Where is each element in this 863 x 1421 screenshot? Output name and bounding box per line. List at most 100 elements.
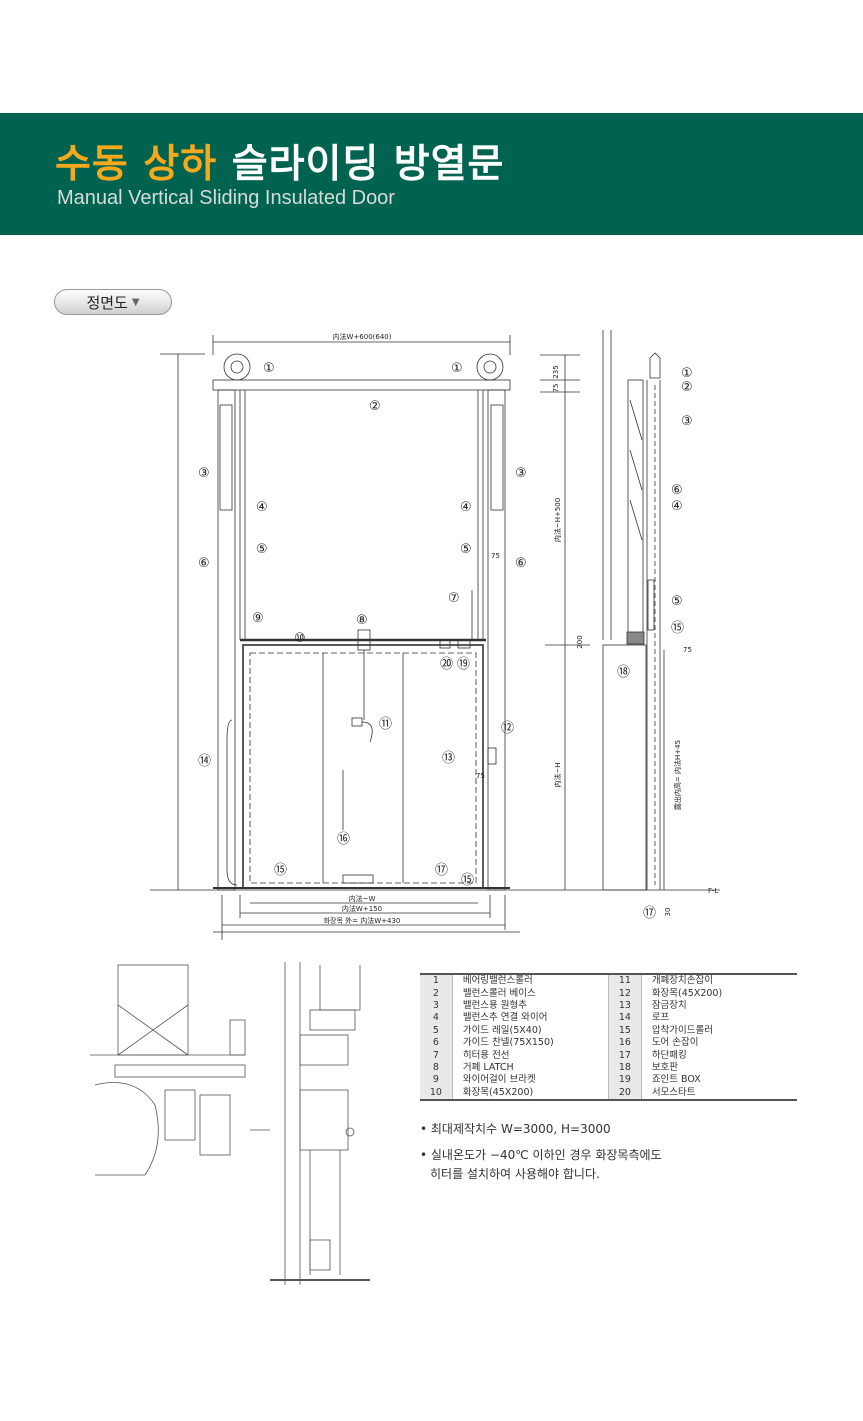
callout-14: ⑭ — [198, 754, 211, 769]
callout-20: ⑳ — [440, 657, 453, 672]
header-banner: 수동 상하 슬라이딩 방열문 Manual Vertical Sliding I… — [0, 113, 863, 235]
part-name: 가이드 찬넬(75X150) — [451, 1036, 609, 1050]
callout-1: ① — [451, 361, 463, 376]
callout-13: ⑬ — [442, 751, 455, 766]
callout-17: ⑰ — [435, 863, 448, 878]
dim-75-side: 75 — [683, 646, 692, 654]
part-number: 9 — [420, 1074, 453, 1087]
part-name: 화장목(45X200) — [451, 1086, 609, 1100]
title-rest: 슬라이딩 방열문 — [231, 142, 505, 187]
part-name: 죠인트 BOX — [640, 1074, 797, 1087]
part-number: 8 — [420, 1061, 453, 1075]
part-number: 14 — [607, 1012, 642, 1025]
dim-30: 30 — [664, 908, 672, 917]
callout-3: ③ — [198, 466, 210, 481]
part-name: 밸런스용 원형추 — [451, 999, 609, 1013]
callout-3: ③ — [681, 414, 693, 429]
callout-6: ⑥ — [198, 556, 210, 571]
part-name: 하단패킹 — [640, 1049, 797, 1062]
callout-4: ④ — [256, 500, 268, 515]
callout-12: ⑫ — [501, 721, 514, 736]
part-name: 서모스타트 — [640, 1086, 797, 1100]
part-number: 12 — [607, 987, 642, 1000]
page-subtitle: Manual Vertical Sliding Insulated Door — [57, 187, 395, 209]
dim-200: 200 — [576, 635, 584, 648]
callout-2: ② — [369, 399, 381, 414]
front-view-button[interactable]: 정면도 ▼ — [54, 289, 172, 315]
callout-11: ⑪ — [379, 717, 392, 732]
callouts: ① ① ① ② ② ③ ③ ③ ④ ④ ④ ⑤ ⑤ ⑤ ⑥ ⑥ ⑥ ⑦ ⑧ ⑨ … — [198, 361, 693, 921]
part-number: 4 — [420, 1012, 453, 1025]
callout-1: ① — [681, 366, 693, 381]
callout-7: ⑦ — [448, 591, 460, 606]
part-number: 5 — [420, 1024, 453, 1037]
callout-15: ⑮ — [671, 621, 684, 636]
part-number: 13 — [607, 999, 642, 1013]
side-section — [602, 330, 665, 891]
part-name: 밸런스롤러 베이스 — [451, 987, 609, 1000]
callout-5: ⑤ — [671, 594, 683, 609]
callout-18: ⑱ — [617, 665, 630, 680]
floor-level-label: F-L — [708, 887, 719, 895]
page-title: 수동 상하 슬라이딩 방열문 — [55, 133, 504, 189]
part-name: 와이어걸이 브라켓 — [451, 1074, 609, 1087]
part-name: 베어링밸런스롤러 — [451, 974, 609, 988]
callout-17: ⑰ — [643, 906, 656, 921]
triangle-down-icon: ▼ — [131, 296, 140, 308]
callout-4: ④ — [671, 499, 683, 514]
part-name: 보호판 — [640, 1061, 797, 1075]
note-heater-line1: • 실내온도가 −40℃ 이하인 경우 화장목측에도 — [420, 1148, 662, 1162]
part-name: 도어 손잡이 — [640, 1036, 797, 1050]
part-number: 16 — [607, 1036, 642, 1050]
part-number: 7 — [420, 1049, 453, 1062]
part-name: 히터용 전선 — [451, 1049, 609, 1062]
dim-w430: 화장목 外= 内法W+430 — [324, 916, 401, 925]
callout-19: ⑲ — [457, 657, 470, 672]
dim-h500: 内法~H+500 — [553, 498, 562, 542]
dim-75-door: 75 — [476, 772, 485, 780]
part-name: 잠금장치 — [640, 999, 797, 1013]
front-view-label: 정면도 — [86, 293, 128, 312]
callout-8: ⑧ — [356, 613, 368, 628]
dim-inner-w: 内法~W — [349, 894, 376, 903]
dim-75-right: 75 — [491, 552, 500, 560]
dim-235: 235 — [552, 365, 560, 378]
part-number: 2 — [420, 987, 453, 1000]
part-name: 개폐장치손잡이 — [640, 974, 797, 988]
part-number: 1 — [420, 974, 453, 988]
callout-1: ① — [263, 361, 275, 376]
callout-6: ⑥ — [515, 556, 527, 571]
part-name: 로프 — [640, 1012, 797, 1025]
callout-15: ⑮ — [274, 863, 287, 878]
part-number: 20 — [607, 1086, 642, 1100]
callout-10: ⑩ — [294, 631, 306, 646]
part-name: 거폐 LATCH — [451, 1061, 609, 1075]
part-name: 압착가이드롤러 — [640, 1024, 797, 1037]
part-number: 6 — [420, 1036, 453, 1050]
part-number: 11 — [607, 974, 642, 988]
dim-exposed-height: 露出内高= 内法H+45 — [673, 740, 682, 810]
detail-drawing — [90, 962, 370, 1285]
callout-16: ⑯ — [337, 832, 350, 847]
dim-top-width: 内法W+600(640) — [333, 332, 392, 341]
dimension-labels: 内法W+600(640) 内法~W 内法W+150 화장목 外= 内法W+430… — [324, 332, 719, 925]
part-name: 화장목(45X200) — [640, 987, 797, 1000]
note-max-size: • 최대제작치수 W=3000, H=3000 — [420, 1122, 611, 1136]
part-number: 18 — [607, 1061, 642, 1075]
part-number: 10 — [420, 1086, 453, 1100]
callout-6: ⑥ — [671, 483, 683, 498]
title-accent: 수동 상하 — [55, 142, 218, 187]
callout-4: ④ — [460, 500, 472, 515]
callout-3: ③ — [515, 466, 527, 481]
